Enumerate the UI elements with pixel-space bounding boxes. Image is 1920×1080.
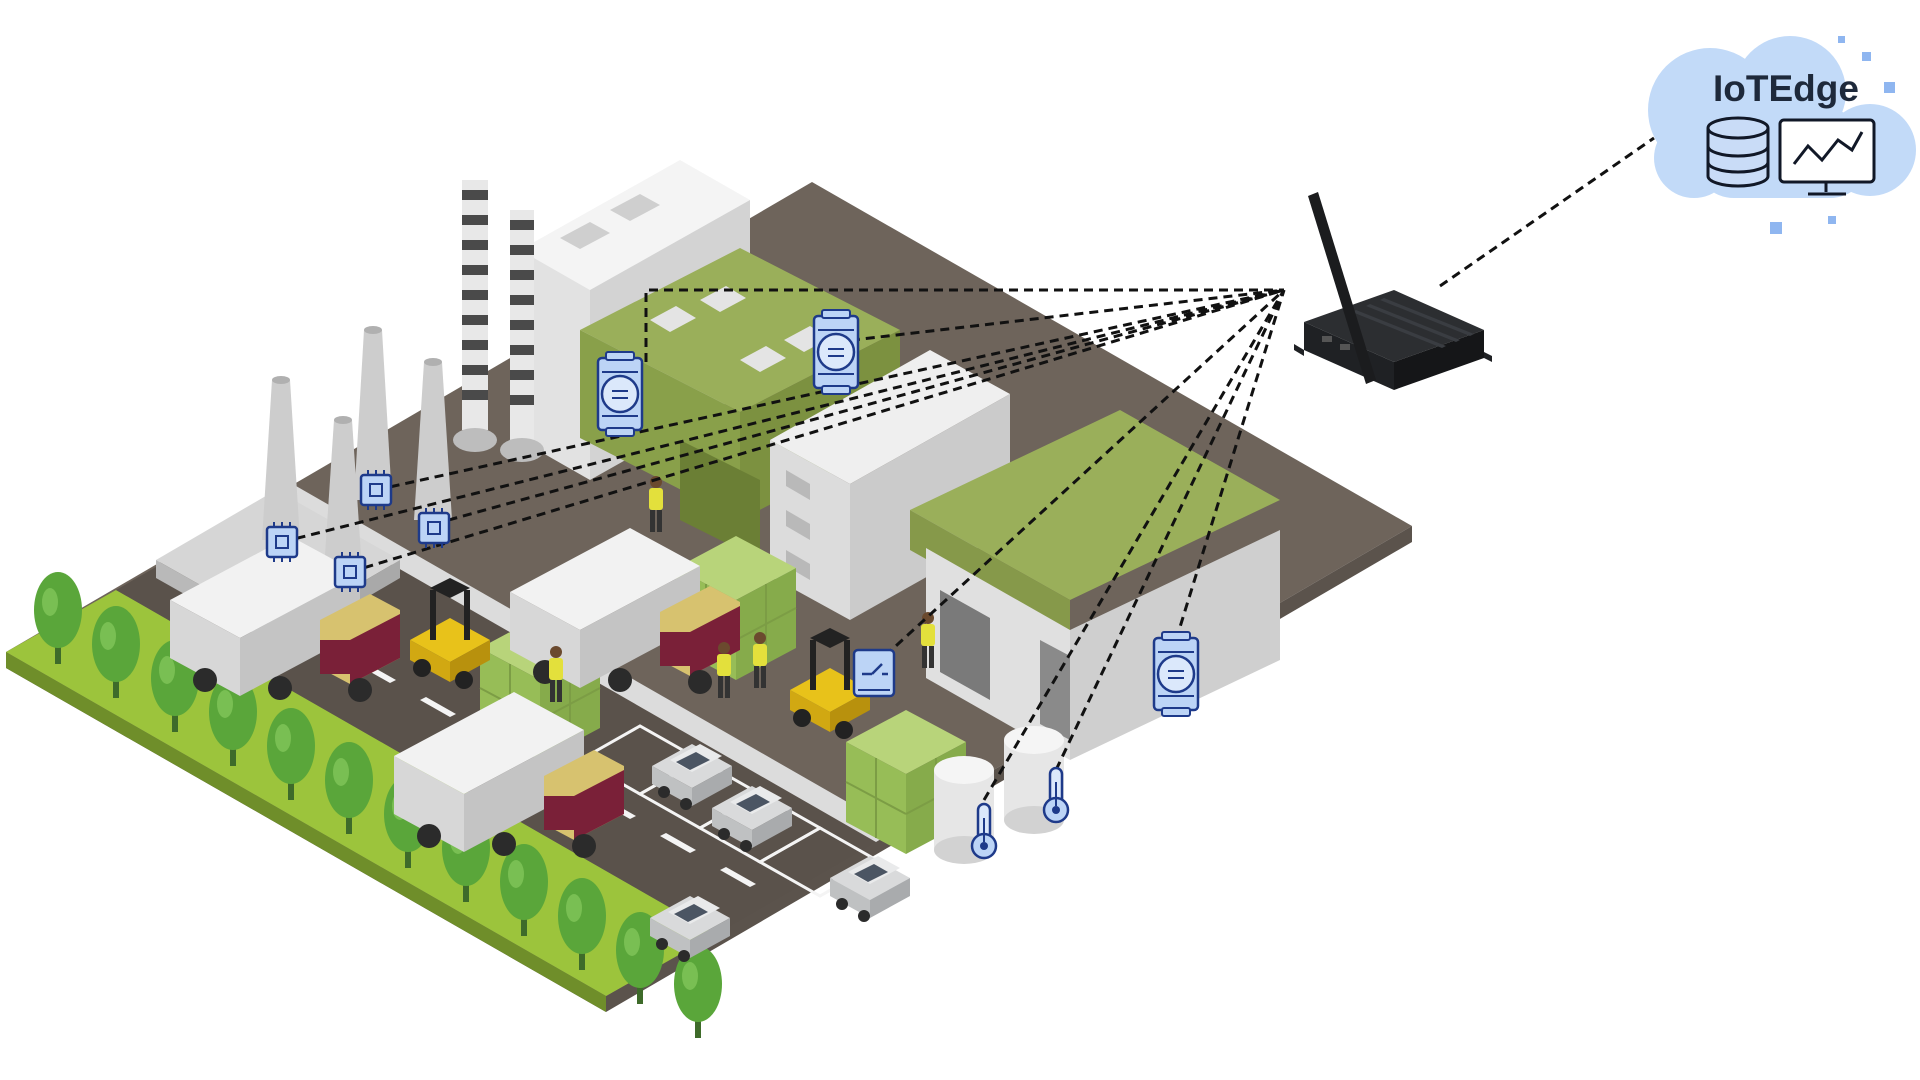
link-gateway-cloud: [1439, 136, 1655, 288]
link-relay: [872, 288, 1286, 668]
link-io-module-left: [644, 288, 1284, 362]
link-chip-1: [375, 288, 1285, 492]
iotedge-cloud: IoTEdge: [1648, 36, 1916, 234]
chip-sensor-icon: [265, 520, 299, 564]
sensor-links: [281, 136, 1655, 801]
link-thermo-2: [1054, 289, 1286, 771]
cloud-title: IoTEdge: [1713, 68, 1859, 109]
link-chip-3: [433, 288, 1285, 526]
database-icon: [1706, 116, 1770, 188]
link-thermo-1: [982, 289, 1286, 801]
chip-sensor-icon: [333, 550, 367, 594]
link-chip-2: [281, 288, 1285, 544]
chip-sensor-icon: [359, 468, 393, 512]
io-module-icon: [1152, 630, 1200, 718]
link-io-module-roof: [835, 288, 1285, 344]
link-chip-4: [349, 288, 1285, 574]
edge-gateway-router-icon: [1294, 192, 1492, 390]
io-module-icon: [812, 308, 860, 396]
monitor-chart-icon: [1778, 118, 1876, 196]
relay-switch-icon: [852, 648, 896, 698]
warehouse: [910, 410, 1280, 760]
chip-sensor-icon: [417, 506, 451, 550]
io-module-icon: [596, 350, 644, 438]
cloud-decor-dots: [1770, 36, 1895, 234]
link-io-module-warehouse: [1174, 289, 1286, 641]
